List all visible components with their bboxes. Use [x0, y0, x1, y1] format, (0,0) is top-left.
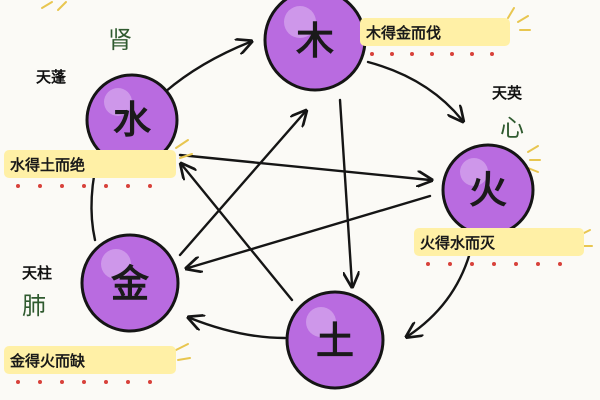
node-earth: 土	[285, 290, 385, 390]
element-char-wood: 木	[296, 19, 334, 63]
rule-label-water: 水得土而绝	[4, 150, 176, 188]
element-char-metal: 金	[110, 262, 150, 306]
rule-text-wood: 木得金而伐	[365, 24, 441, 42]
rule-text-water: 水得土而绝	[10, 156, 85, 174]
arrow-wood-to-fire	[366, 60, 462, 120]
arrow-fire-to-metal	[188, 194, 432, 268]
organ-water: 肾	[108, 26, 132, 54]
controlling-star-arrows	[178, 98, 432, 302]
rule-text-fire: 火得水而灭	[420, 234, 496, 252]
element-char-fire: 火	[469, 168, 507, 212]
arrow-metal-to-wood	[178, 112, 305, 257]
star-name-fire: 天英	[492, 84, 523, 102]
arrow-water-to-wood	[163, 42, 250, 94]
node-metal: 金	[80, 233, 180, 333]
arrow-water-to-fire	[178, 153, 430, 180]
element-char-earth: 土	[316, 319, 354, 363]
element-char-water: 水	[113, 98, 152, 142]
node-water: 水	[85, 73, 179, 167]
rule-label-fire: 火得水而灭	[414, 228, 584, 266]
rule-label-wood: 木得金而伐	[360, 18, 510, 56]
node-wood: 木	[263, 0, 367, 92]
rule-label-metal: 金得火而缺	[4, 346, 176, 384]
rule-text-metal: 金得火而缺	[9, 352, 86, 370]
star-name-water: 天蓬	[36, 68, 67, 86]
arrow-earth-to-metal	[190, 318, 287, 340]
organ-metal: 肺	[22, 292, 46, 320]
arrow-wood-to-earth	[338, 98, 352, 285]
star-name-metal: 天柱	[22, 264, 52, 282]
arrow-earth-to-water	[182, 165, 294, 302]
organ-fire: 心	[500, 114, 524, 142]
node-fire: 火	[441, 143, 535, 237]
